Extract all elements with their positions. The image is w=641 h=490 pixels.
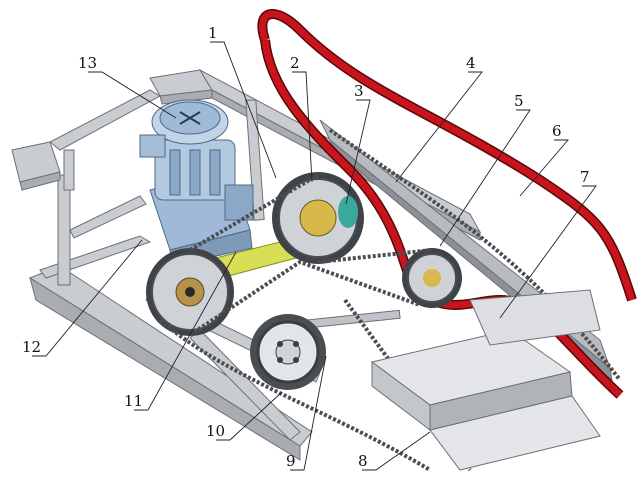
callout-1: 1 [208,24,218,42]
callout-12: 12 [22,338,41,356]
motor-assembly [139,99,254,267]
sprocket-right [402,248,462,308]
callout-8: 8 [358,452,368,470]
callout-9: 9 [286,452,296,470]
sprocket-middle [272,172,364,264]
callout-5: 5 [514,92,524,110]
step-plates [370,289,601,471]
callout-13: 13 [78,54,97,72]
flywheel [250,314,326,390]
callout-6: 6 [552,122,562,140]
callout-labels: 1 2 3 4 5 6 7 8 9 10 11 12 13 [22,24,590,470]
callout-4: 4 [466,54,476,72]
callout-10: 10 [206,422,225,440]
sprocket-left [146,248,234,336]
leader-lines [32,41,597,471]
callout-3: 3 [354,82,364,100]
callout-2: 2 [290,54,300,72]
callout-11: 11 [124,392,143,410]
callout-7: 7 [580,168,590,186]
